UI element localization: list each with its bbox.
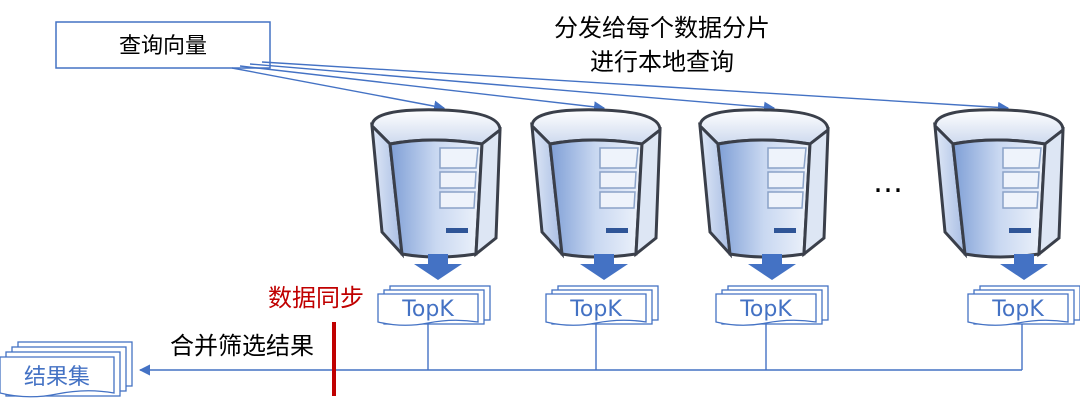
result-set-stack: 结果集 [0, 341, 133, 398]
heading-line-1: 分发给每个数据分片 [554, 14, 770, 42]
dispatch-arrows [231, 61, 1010, 113]
down-arrow-4 [1000, 254, 1048, 280]
shard-group: TopK TopK TopK TopK [370, 108, 1080, 326]
topk-label-3: TopK [739, 297, 792, 322]
down-arrow-3 [748, 254, 796, 280]
collect-lines [138, 324, 1023, 376]
query-vector-label: 查询向量 [119, 34, 207, 59]
server-2-icon [530, 108, 662, 259]
topk-label-4: TopK [991, 297, 1044, 322]
topk-label-2: TopK [569, 297, 622, 322]
result-set-label: 结果集 [24, 365, 90, 390]
topk-label-1: TopK [401, 297, 454, 322]
topk-stack-4: TopK [967, 285, 1080, 326]
server-4-icon [933, 108, 1065, 259]
dispatch-arrow-1 [231, 67, 446, 112]
ellipsis: … [873, 165, 903, 200]
topk-stack-3: TopK [715, 285, 829, 326]
down-arrow-2 [580, 254, 628, 280]
server-1-icon [370, 108, 502, 259]
query-vector-box: 查询向量 [55, 21, 271, 69]
merge-filter-label: 合并筛选结果 [170, 332, 314, 360]
down-arrow-1 [414, 254, 462, 280]
dispatch-arrow-4 [261, 61, 1010, 113]
dispatch-arrow-3 [249, 63, 776, 113]
server-3-icon [698, 108, 830, 259]
dispatch-arrow-2 [239, 65, 606, 113]
topk-stack-2: TopK [545, 285, 659, 326]
topk-stack-1: TopK [377, 285, 491, 326]
data-sync-label: 数据同步 [268, 284, 364, 312]
heading-line-2: 进行本地查询 [590, 48, 734, 76]
